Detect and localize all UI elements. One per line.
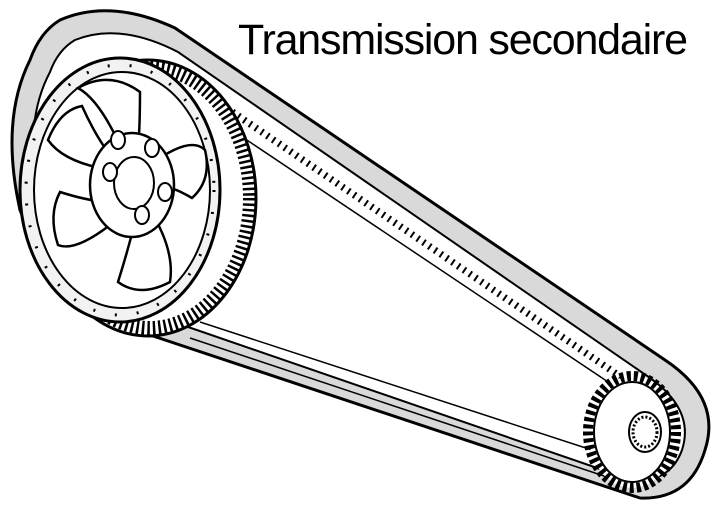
diagram-title: Transmission secondaire: [238, 16, 688, 64]
pulley-rim-bolt-ring: [24, 63, 216, 317]
belt-teeth-upper: [213, 97, 642, 393]
rear-pulley: [18, 56, 258, 338]
pulley-teeth: [43, 61, 257, 335]
pulley-hub-bolts: [102, 130, 173, 225]
belt-teeth-lower: [199, 321, 599, 453]
front-sprocket: [583, 371, 681, 493]
belt-lower-run-edge: [189, 337, 611, 479]
sprocket-splines: [631, 415, 659, 449]
belt-upper-run-edge: [204, 111, 633, 399]
pulley-hub-center: [113, 156, 155, 210]
